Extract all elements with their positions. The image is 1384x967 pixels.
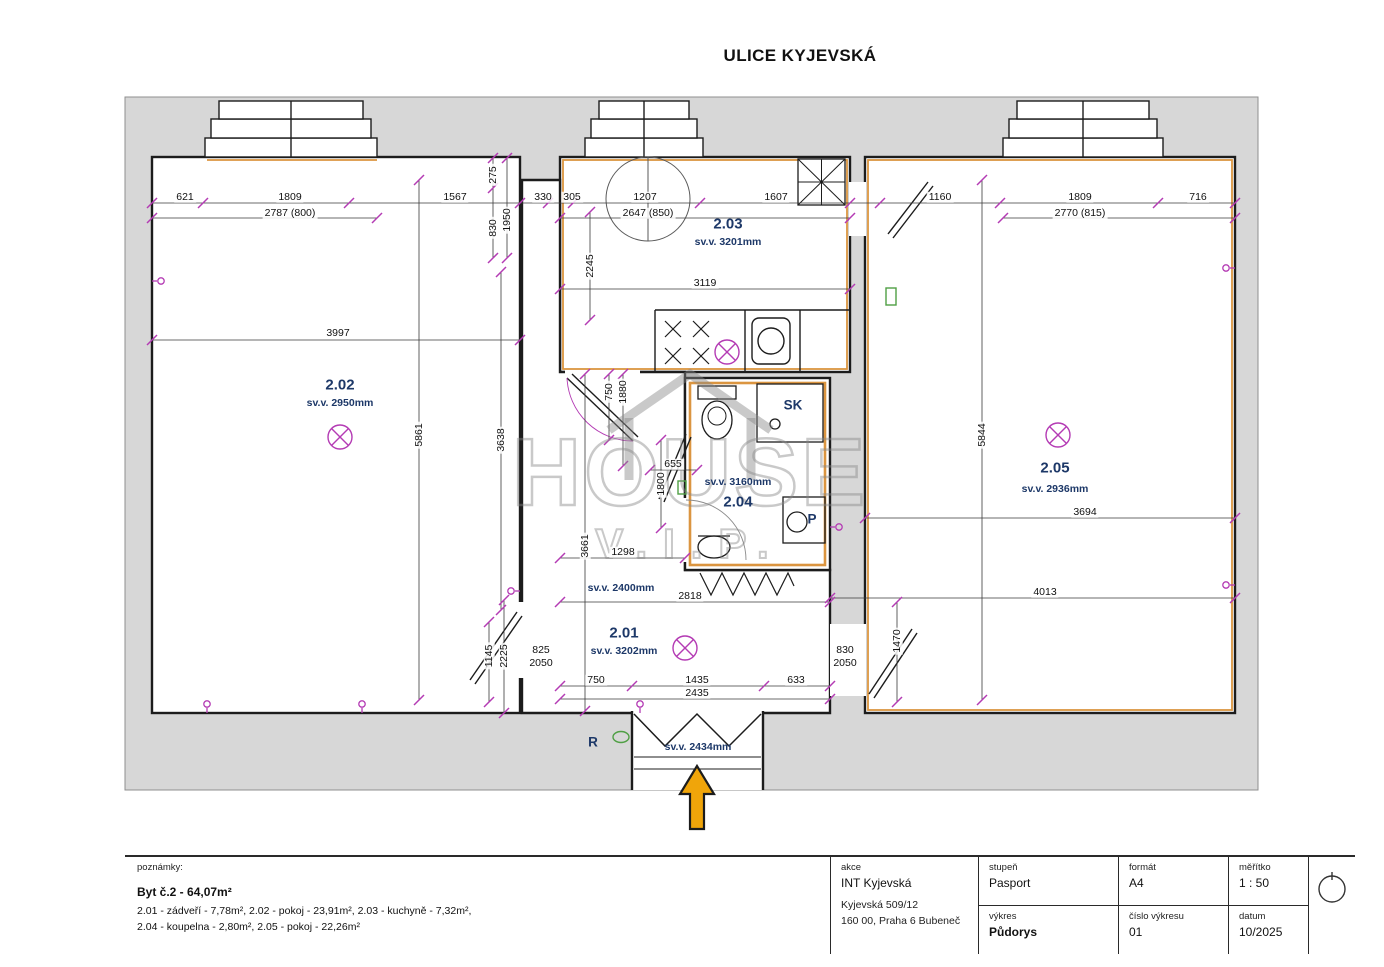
north-circle-icon [1318,872,1346,903]
room-202 [150,155,522,715]
format-label: formát [1129,862,1156,873]
kitchen-counter [654,309,850,371]
project-address1: Kyjevská 509/12 [841,899,919,911]
date-value: 10/2025 [1239,925,1283,939]
room-205 [863,155,1237,715]
street-title: ULICE KYJEVSKÁ [723,46,877,65]
number-cell: číslo výkresu 01 [1118,905,1228,954]
scale-value: 1 : 50 [1239,876,1270,890]
date-cell: datum 10/2025 [1228,905,1308,954]
rooms-summary-line1: 2.01 - zádveří - 7,78m², 2.02 - pokoj - … [137,905,472,917]
washing-machine [782,496,826,544]
drawing-cell: výkres Půdorys [978,905,1118,954]
drawing-label: výkres [989,911,1017,922]
window-203 [584,100,704,158]
format-value: A4 [1129,876,1144,890]
apartment-summary: Byt č.2 - 64,07m² [137,885,232,899]
finish-lines [207,159,1233,711]
rooms-summary-line2: 2.04 - koupelna - 2,80m², 2.05 - pokoj -… [137,920,360,933]
room205-doors [868,181,934,699]
title-block: poznámky: Byt č.2 - 64,07m² 2.01 - zádve… [125,855,1355,954]
project-section: akce INT Kyjevská Kyjevská 509/12 160 00… [830,857,978,954]
washbasin [697,535,731,559]
date-label: datum [1239,911,1266,922]
wc-door [566,373,639,442]
room-outlines [150,155,1237,715]
project-name: INT Kyjevská [841,876,912,890]
project-label: akce [841,862,862,873]
notes-label: poznámky: [137,862,183,873]
entrance-arrow [678,763,716,831]
project-address2: 160 00, Praha 6 Bubeneč [841,915,961,928]
wardrobe-zigzag [699,571,795,597]
stage-value: Pasport [989,876,1031,890]
shower [756,383,824,443]
kitchen-sink [751,317,791,365]
number-value: 01 [1129,925,1143,939]
equipment-markers [612,287,897,744]
window-202 [204,100,378,158]
drawing-value: Půdorys [989,925,1038,939]
stage-cell: stupeň Pasport [978,857,1118,905]
scale-cell: měřítko 1 : 50 [1228,857,1308,905]
number-label: číslo výkresu [1129,911,1184,922]
format-cell: formát A4 [1118,857,1228,905]
window-205 [1002,100,1164,158]
toilet [697,385,737,440]
entrance-door [633,712,762,748]
notes-section: poznámky: Byt č.2 - 64,07m² 2.01 - zádve… [125,857,830,954]
north-indicator [1308,857,1355,954]
vent-shaft [797,158,846,206]
scale-label: měřítko [1239,862,1271,873]
stage-label: stupeň [989,862,1018,873]
floor-plan-canvas [124,96,1259,831]
wall-switches [152,264,1235,713]
